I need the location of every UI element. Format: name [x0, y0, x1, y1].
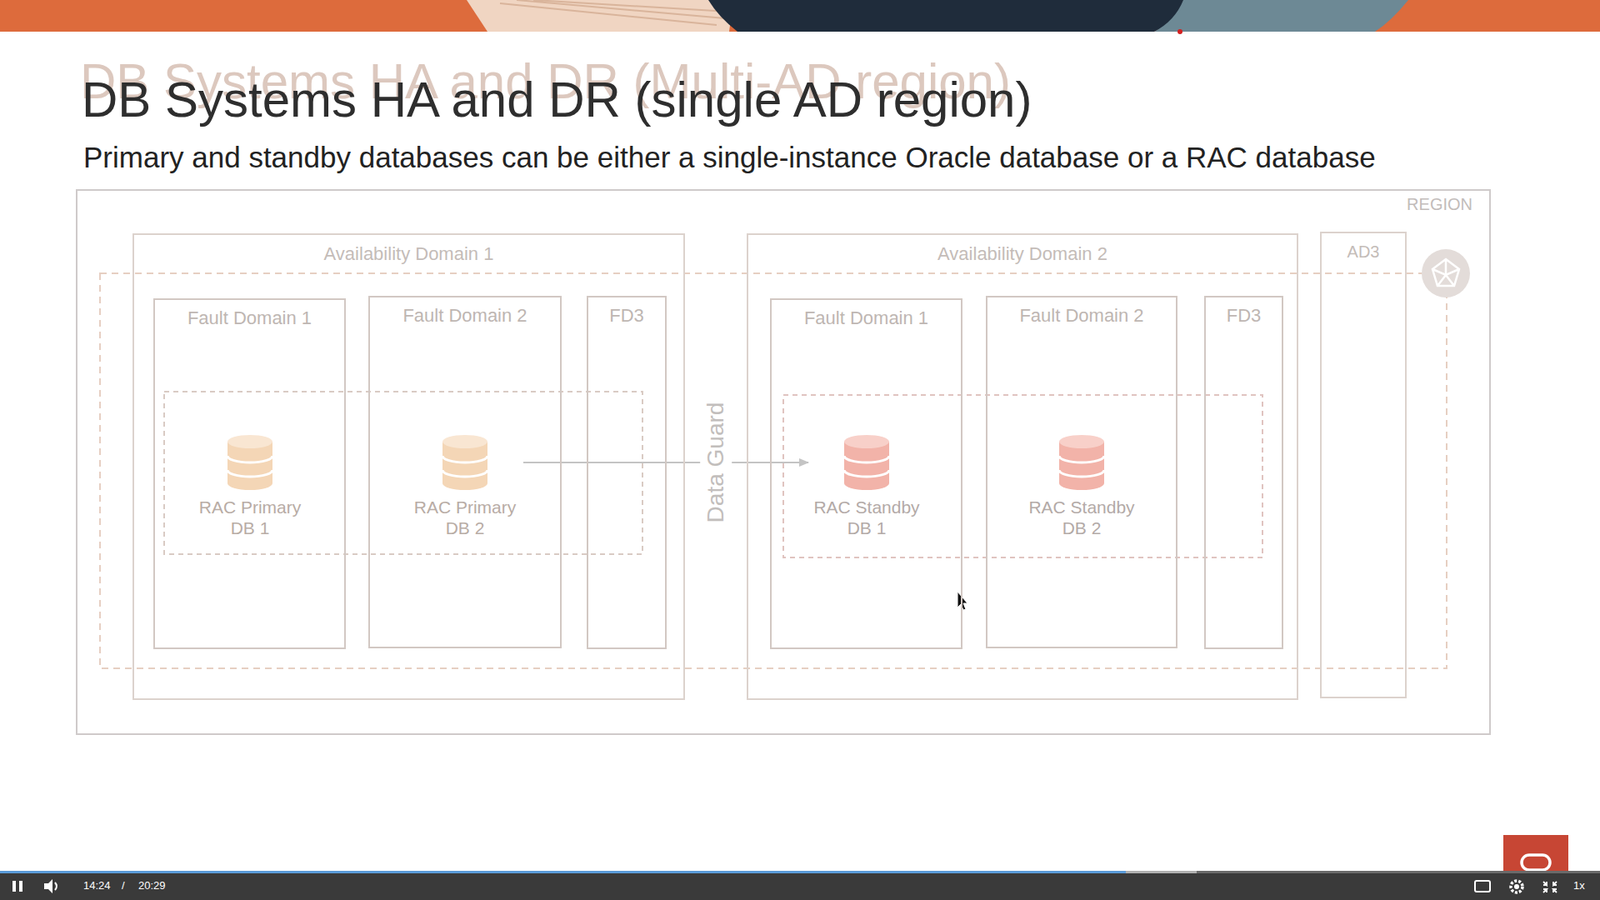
domain-label: Availability Domain 1	[324, 243, 495, 265]
domain-label: Availability Domain 2	[937, 243, 1108, 265]
database-icon	[842, 433, 891, 492]
captions-icon	[1475, 880, 1490, 892]
exit-fullscreen-icon	[1543, 881, 1557, 893]
oracle-logo-ring	[1521, 855, 1550, 870]
availability-domain: AD3	[1320, 231, 1407, 699]
database-label: RAC Primary DB 1	[191, 496, 309, 539]
fault-domain: Fault Domain 1 RAC Primary DB 1	[153, 298, 346, 650]
region-box: REGION Availability Domain 1 Fault Domain …	[75, 189, 1491, 735]
banner-stripes	[500, 0, 730, 25]
progress-track	[0, 870, 1600, 874]
playback-speed: 1x	[1573, 879, 1585, 893]
database-label: RAC Standby DB 1	[808, 496, 925, 539]
progress-buffered	[1125, 870, 1197, 874]
database-node: RAC Standby DB 2	[1023, 433, 1140, 539]
fault-domain: FD3	[1204, 295, 1284, 650]
fault-domain: FD3	[586, 295, 667, 650]
video-time-separator: /	[121, 879, 125, 893]
availability-domain: Availability Domain 2 Fault Domain 1 RAC S…	[746, 233, 1299, 700]
video-time-total: 20:29	[138, 879, 166, 893]
domain-label: AD3	[1347, 241, 1380, 262]
volume-icon	[44, 879, 53, 894]
database-icon	[440, 433, 490, 492]
database-node: RAC Standby DB 1	[808, 433, 925, 539]
mouse-cursor	[957, 591, 968, 610]
video-control-bar	[0, 872, 1600, 900]
domain-label: Fault Domain 1	[804, 307, 929, 330]
database-label: RAC Primary DB 2	[406, 496, 524, 539]
domain-label: Fault Domain 2	[402, 305, 527, 327]
database-node: RAC Primary DB 1	[191, 433, 309, 539]
settings-icon	[1510, 880, 1523, 893]
progress-played	[0, 870, 1126, 874]
top-banner	[0, 0, 1600, 32]
fault-domain: Fault Domain 2 RAC Primary DB 2	[368, 295, 562, 649]
vcn-icon	[1421, 249, 1470, 298]
slide-title: DB Systems HA and DR (single AD region)	[81, 70, 1032, 130]
pause-icon	[12, 880, 23, 892]
banner-patch	[466, 0, 734, 32]
banner-shape	[708, 0, 1192, 32]
region-label: REGION	[1406, 194, 1473, 215]
availability-domain: Availability Domain 1 Fault Domain 1 RAC P…	[132, 233, 685, 700]
banner-shape	[1154, 0, 1409, 32]
rac-group-outline	[783, 395, 1263, 558]
domain-label: FD3	[609, 305, 645, 327]
domain-label: FD3	[1226, 305, 1262, 327]
banner-dot	[1177, 29, 1183, 35]
slide-subtitle: Primary and standby databases can be eit…	[83, 140, 1376, 175]
volume-wave	[55, 882, 57, 890]
database-icon	[1057, 433, 1106, 492]
database-label: RAC Standby DB 2	[1023, 496, 1140, 539]
database-icon	[225, 433, 275, 492]
video-time-current: 14:24	[83, 879, 111, 893]
domain-label: Fault Domain 2	[1019, 305, 1144, 327]
vcn-outline	[100, 273, 1447, 669]
fault-domain: Fault Domain 1 RAC Standby DB 1	[770, 298, 963, 650]
oracle-logo	[1503, 835, 1569, 873]
connector-label: Data Guard	[700, 395, 732, 530]
rac-group-outline	[164, 391, 643, 555]
database-node: RAC Primary DB 2	[406, 433, 524, 539]
domain-label: Fault Domain 1	[187, 307, 312, 330]
fault-domain: Fault Domain 2 RAC Standby DB 2	[985, 295, 1178, 649]
